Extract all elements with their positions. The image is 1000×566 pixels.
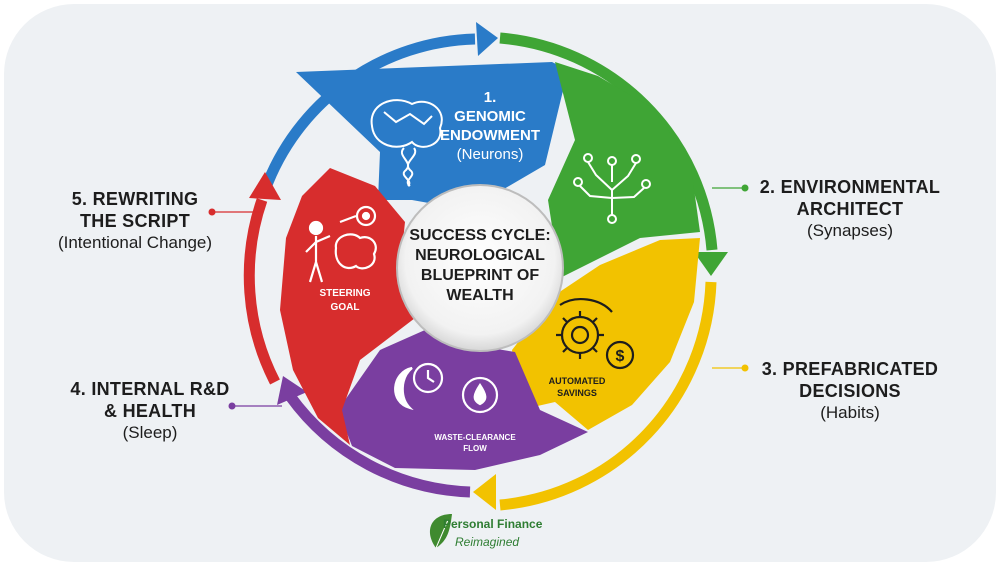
steering-goal-line1: STEERING <box>319 288 371 299</box>
center-title-line1: SUCCESS CYCLE: <box>409 227 551 244</box>
stage-2-subtitle: (Synapses) <box>807 221 893 240</box>
segment-genomic-endowment <box>296 62 568 210</box>
stage-1-title-line2: ENDOWMENT <box>440 127 540 144</box>
segment-prefabricated-decisions <box>512 238 700 430</box>
person-brain-target-icon <box>305 205 377 283</box>
segment-environmental-architect <box>548 62 700 278</box>
center-title-line3: BLUEPRINT OF <box>420 267 540 284</box>
stage-4-title-line1: 4. INTERNAL R&D <box>70 379 230 399</box>
moon-clock-droplet-icon <box>394 362 499 414</box>
outer-arrowhead-green <box>694 252 728 276</box>
label-rewriting-script: 5. REWRITING THE SCRIPT (Intentional Cha… <box>30 188 240 254</box>
waste-clearance-line1: WASTE-CLEARANCE <box>434 433 516 442</box>
stage-3-title-line1: 3. PREFABRICATED <box>761 359 939 379</box>
center-title: SUCCESS CYCLE: NEUROLOGICAL BLUEPRINT OF… <box>400 226 560 306</box>
center-title-line4: WEALTH <box>446 287 514 304</box>
outer-arrow-yellow <box>499 281 717 511</box>
label-environmental-architect: 2. ENVIRONMENTAL ARCHITECT (Synapses) <box>740 176 960 242</box>
segment-label-automated-savings: AUTOMATED SAVINGS <box>532 375 622 399</box>
cycle-segments <box>280 62 700 470</box>
segment-label-steering-goal: STEERING GOAL <box>300 287 390 315</box>
logo-line2: Reimagined <box>455 535 520 549</box>
center-title-line2: NEUROLOGICAL <box>415 247 545 264</box>
stage-4-subtitle: (Sleep) <box>122 423 178 442</box>
stage-5-subtitle: (Intentional Change) <box>57 233 213 252</box>
waste-clearance-line2: FLOW <box>463 444 487 453</box>
stage-5-title-line2: THE SCRIPT <box>79 211 190 231</box>
stage-1-subtitle: (Neurons) <box>456 146 524 163</box>
stage-4-title-line2: & HEALTH <box>103 401 197 421</box>
stage-2-title-line1: 2. ENVIRONMENTAL <box>759 177 941 197</box>
brain-dna-icon <box>370 99 443 187</box>
outer-arrowhead-red <box>249 172 281 200</box>
stage-3-title-line2: DECISIONS <box>799 381 901 401</box>
automated-savings-line2: SAVINGS <box>557 388 597 398</box>
stage-3-subtitle: (Habits) <box>820 403 880 422</box>
svg-text:$: $ <box>616 348 625 365</box>
logo-line1: Personal Finance <box>443 517 543 531</box>
outer-arrowhead-purple <box>277 376 307 405</box>
connector-lines <box>208 184 749 410</box>
stage-2-title-line2: ARCHITECT <box>796 199 904 219</box>
stage-1-number: 1. <box>483 89 497 106</box>
stage-1-title-line1: GENOMIC <box>454 108 526 125</box>
label-internal-rd-health: 4. INTERNAL R&D & HEALTH (Sleep) <box>60 378 240 444</box>
outer-arrow-purple <box>285 392 471 498</box>
center-hub <box>396 184 564 352</box>
steering-goal-line2: GOAL <box>330 302 360 313</box>
segment-label-waste-clearance-flow: WASTE-CLEARANCE FLOW <box>420 432 530 454</box>
gear-dollar-icon: $ <box>556 298 635 370</box>
segment-label-genomic-endowment: 1. GENOMIC ENDOWMENT (Neurons) <box>420 88 560 164</box>
stage-5-title-line1: 5. REWRITING <box>71 189 199 209</box>
brand-logo: Personal Finance Reimagined <box>425 515 565 560</box>
automated-savings-line1: AUTOMATED <box>548 376 606 386</box>
outer-arrowhead-yellow <box>473 474 496 510</box>
outer-arrow-red <box>243 198 280 385</box>
label-prefabricated-decisions: 3. PREFABRICATED DECISIONS (Habits) <box>740 358 960 424</box>
logo-leaf-icon <box>429 514 452 549</box>
segment-rewriting-script <box>280 168 415 445</box>
circuit-tree-icon <box>573 153 651 224</box>
outer-arrowhead-blue <box>476 22 498 56</box>
